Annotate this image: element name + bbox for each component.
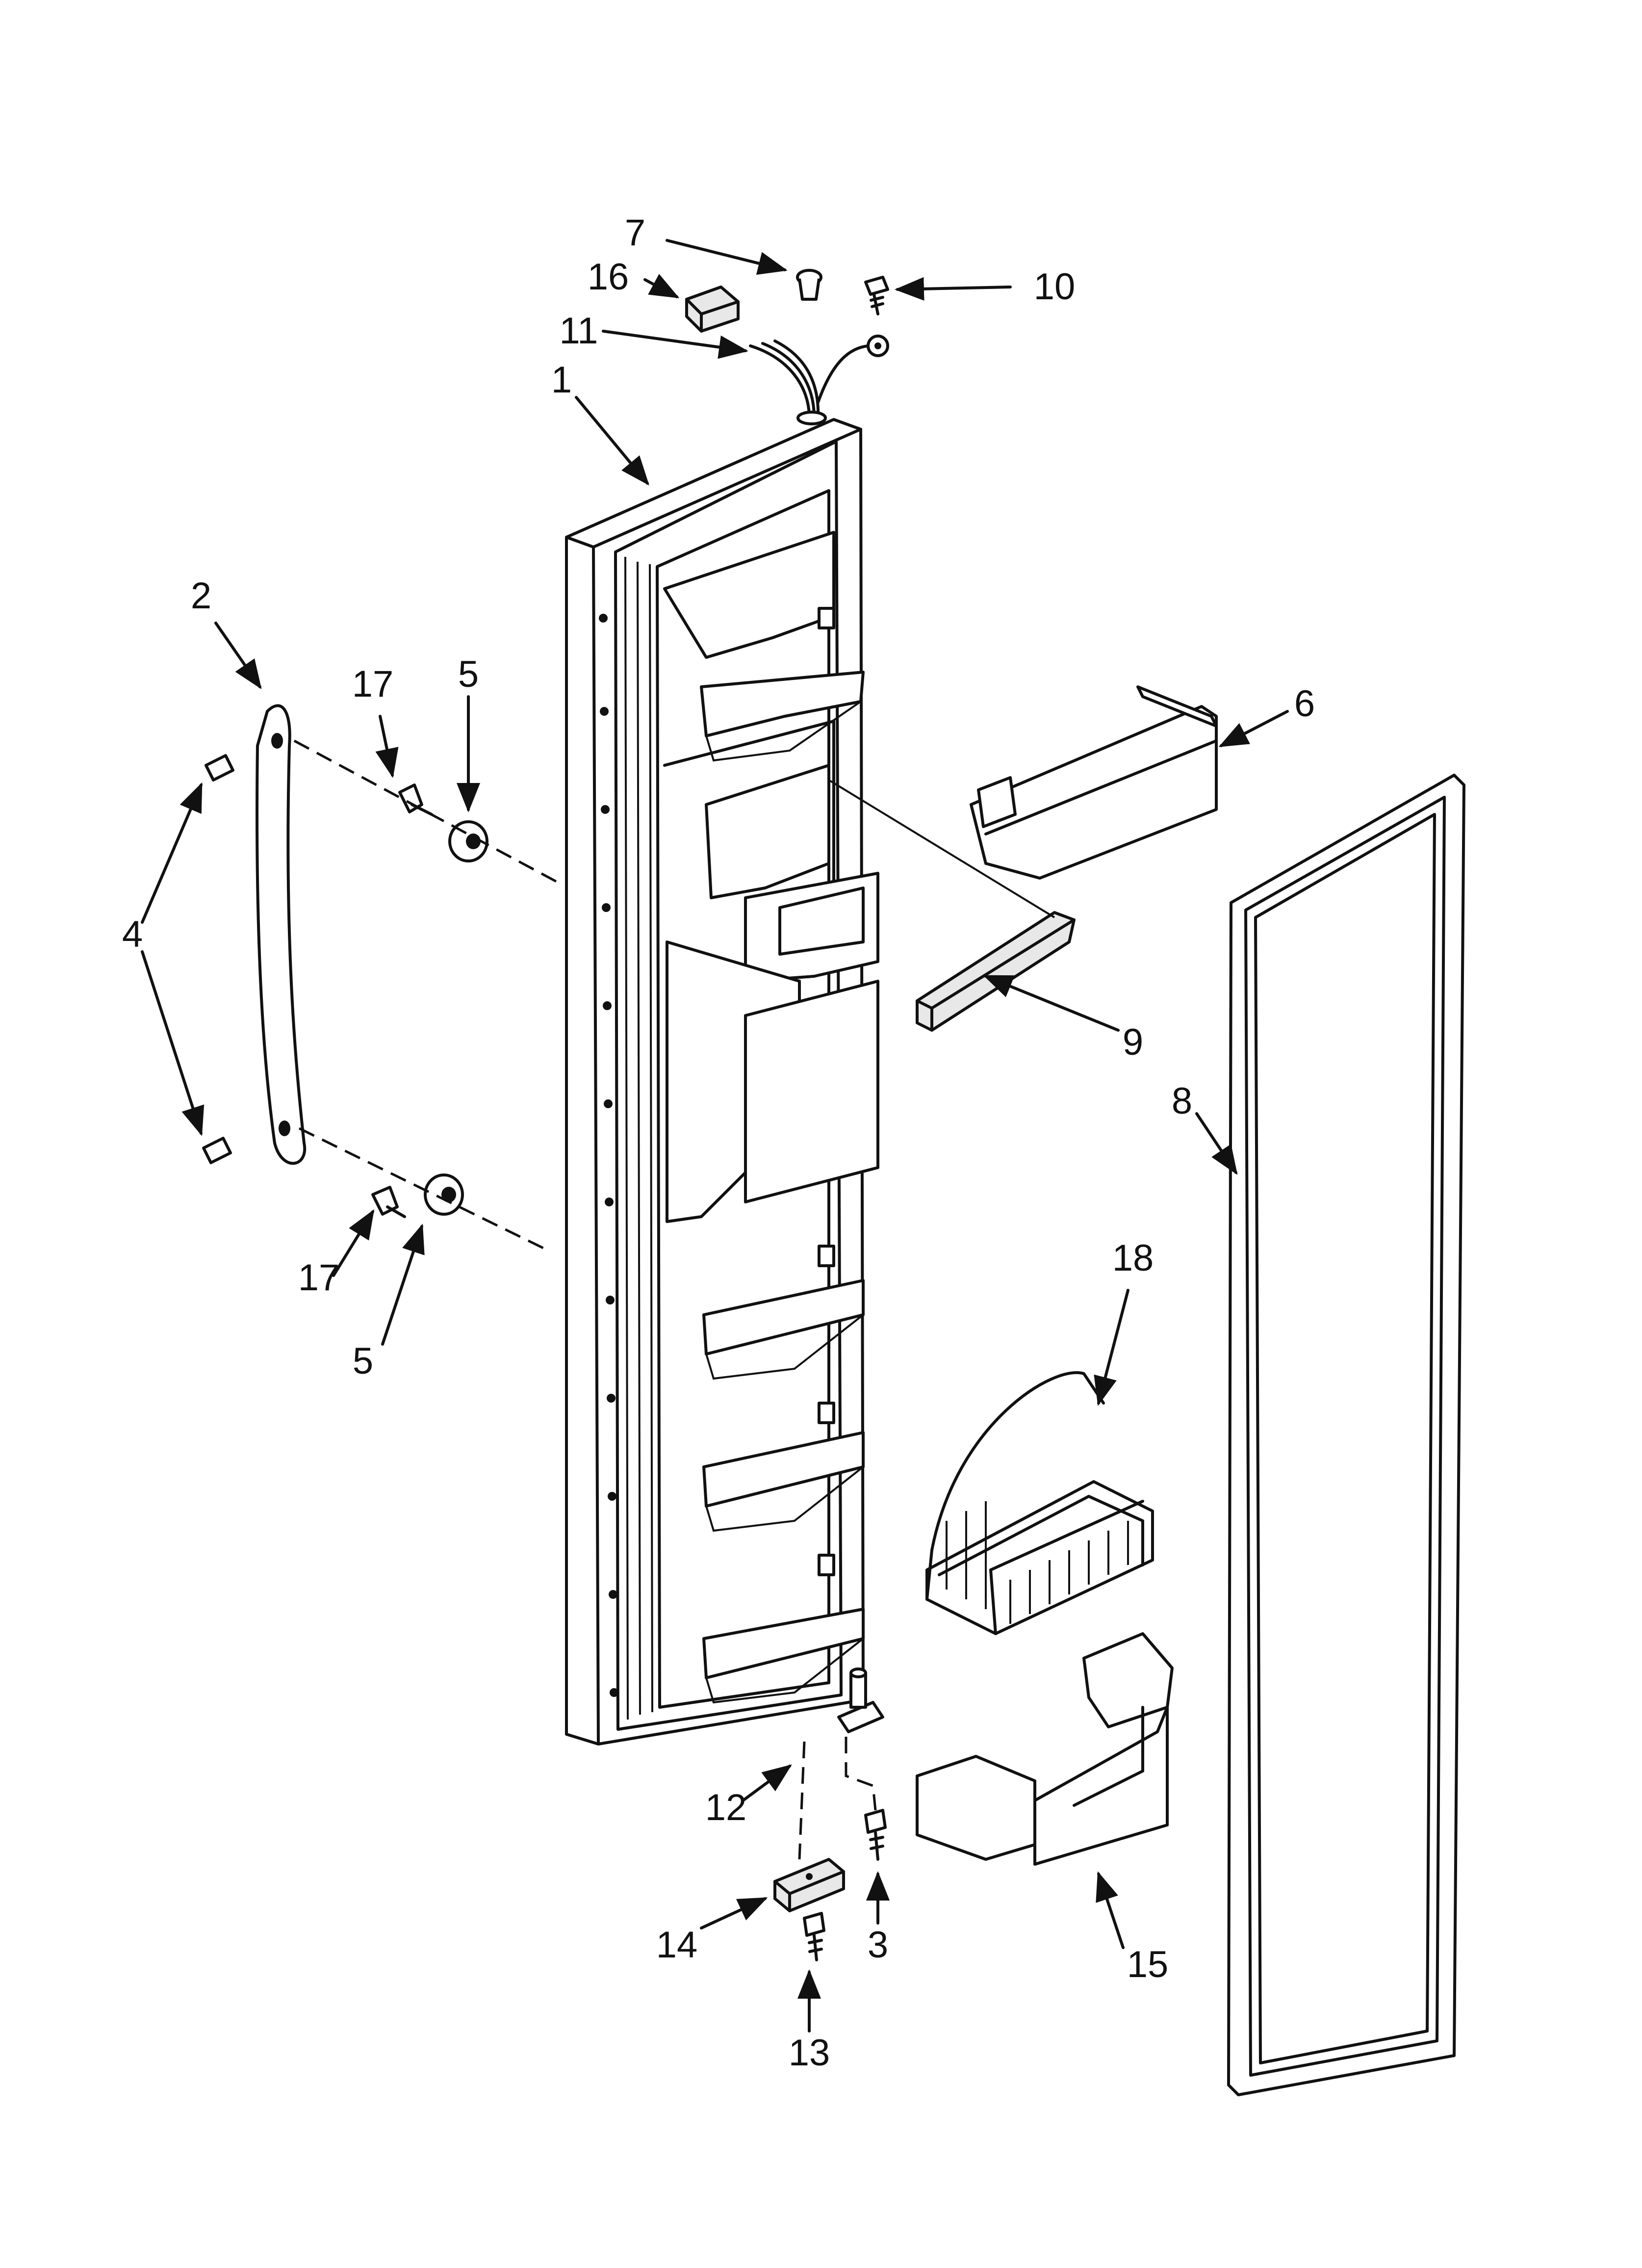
wire-harness (749, 335, 889, 425)
spacer-top (448, 820, 488, 862)
door-bin-large (916, 1632, 1174, 1866)
hinge-bracket (773, 1858, 845, 1912)
callout-18: 18 (1112, 1237, 1154, 1279)
bracket-screw (803, 1912, 825, 1961)
callout-13: 13 (789, 2032, 830, 2074)
screw-top (864, 276, 889, 315)
door-gasket (1227, 774, 1465, 2096)
callout-labels: 7 16 10 11 1 2 17 5 6 4 9 8 17 5 18 12 1… (122, 212, 1315, 2074)
door-screw-holes (599, 614, 618, 1697)
callout-5-top: 5 (458, 653, 479, 695)
leader-lines (141, 239, 1289, 2033)
callout-9: 9 (1123, 1021, 1143, 1063)
callout-15: 15 (1127, 1944, 1169, 1985)
callout-2: 2 (191, 575, 211, 617)
callout-5-bottom: 5 (353, 1340, 373, 1382)
trim-strip (916, 911, 1076, 1032)
callout-1: 1 (551, 359, 572, 401)
handle-stud-bottom (202, 1137, 232, 1164)
callout-14: 14 (656, 1924, 698, 1966)
handle-screw-top (398, 783, 433, 816)
callout-7: 7 (625, 212, 645, 254)
callout-16: 16 (588, 256, 629, 298)
callout-12: 12 (705, 1787, 747, 1828)
callout-8: 8 (1172, 1080, 1192, 1122)
door-handle (256, 704, 307, 1165)
callout-3: 3 (868, 1924, 888, 1966)
door-bin-small (970, 685, 1218, 880)
callout-4: 4 (122, 913, 143, 955)
door-assembly (565, 418, 879, 1746)
connector-plug (685, 286, 740, 333)
lower-hinge (837, 1668, 884, 1733)
hinge-screw (864, 1809, 887, 1861)
plug-cap (796, 269, 822, 301)
callout-17-top: 17 (352, 663, 394, 705)
callout-6: 6 (1294, 683, 1315, 725)
handle-stud-top (205, 754, 234, 782)
callout-17-bottom: 17 (298, 1257, 340, 1299)
callout-11: 11 (560, 310, 598, 352)
wire-basket (925, 1371, 1154, 1635)
handle-screw-bottom (371, 1186, 406, 1218)
callout-10: 10 (1034, 266, 1076, 308)
spacer-bottom (424, 1173, 464, 1216)
